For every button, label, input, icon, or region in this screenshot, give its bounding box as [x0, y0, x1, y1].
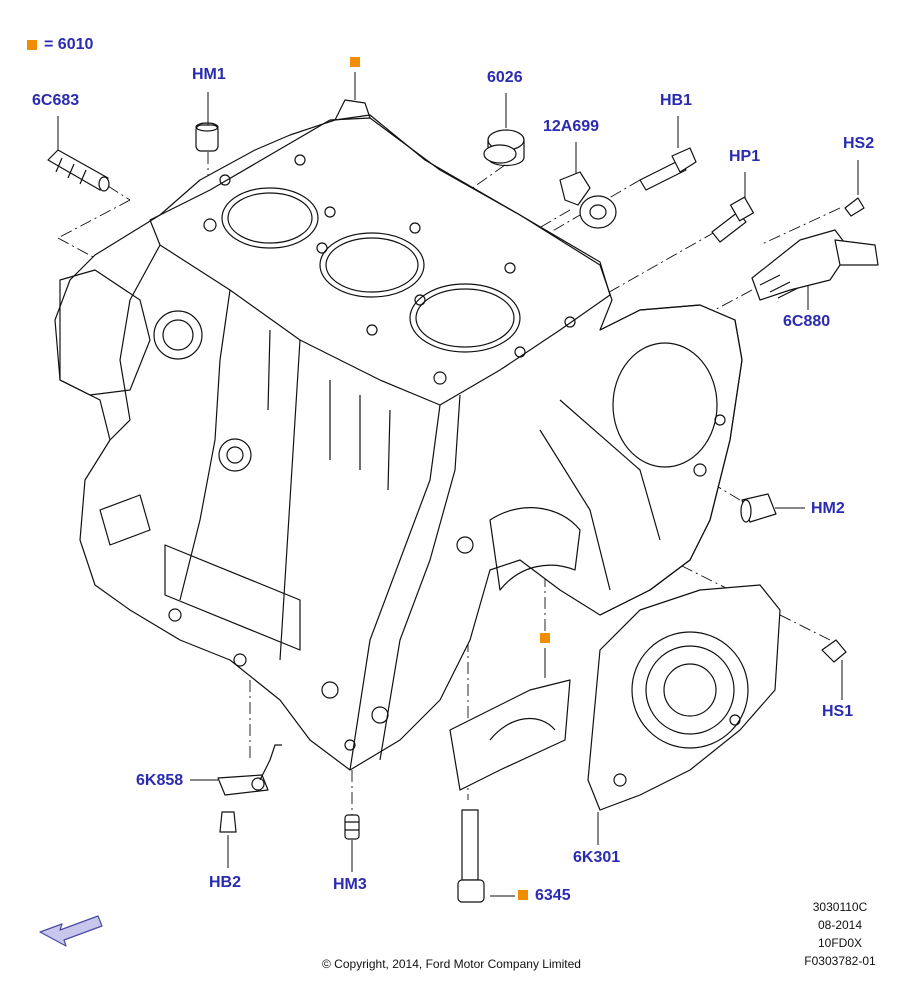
label-HB1: HB1: [660, 92, 693, 109]
reference-block: 3030110C 08-2014 10FD0X F0303782-01: [800, 898, 880, 970]
reference-code: 3030110C: [812, 900, 868, 914]
label-HM2: HM2: [811, 500, 845, 517]
label-HP1: HP1: [729, 148, 761, 165]
part-HS1: [821, 639, 847, 663]
engine-block: [54, 99, 743, 771]
marker-6010-cap: [540, 633, 550, 643]
label-HS2: HS2: [843, 135, 875, 152]
legend-marker: [27, 40, 37, 50]
label-HM3: HM3: [333, 876, 367, 893]
label-HB2: HB2: [209, 874, 242, 891]
reference-model: 10FD0X: [817, 936, 863, 950]
label-6345: 6345: [535, 887, 571, 904]
label-6C683: 6C683: [32, 92, 80, 109]
part-HM1: [195, 122, 219, 152]
reference-figure: F0303782-01: [804, 954, 876, 968]
label-6K858: 6K858: [136, 772, 184, 789]
leader-lines: [57, 72, 859, 897]
label-6026: 6026: [487, 69, 523, 86]
part-6K301: [587, 584, 781, 811]
reference-date: 08-2014: [817, 918, 863, 932]
part-6C880: [751, 229, 879, 301]
part-HB1: [639, 147, 697, 191]
label-12A699: 12A699: [543, 118, 600, 135]
label-6K301: 6K301: [573, 849, 621, 866]
marker-6345: [518, 890, 528, 900]
part-HM2: [740, 493, 777, 523]
part-HS2: [844, 197, 865, 217]
label-HM1: HM1: [192, 66, 226, 83]
part-6K858: [217, 744, 282, 796]
part-12A699: [559, 171, 617, 229]
part-6C683: [47, 149, 110, 192]
marker-6010-top: [350, 57, 360, 67]
direction-arrow: [39, 915, 103, 947]
label-HS1: HS1: [822, 703, 854, 720]
part-6345: [449, 679, 571, 903]
part-HB2: [219, 811, 237, 833]
label-6C880: 6C880: [783, 313, 831, 330]
part-HP1: [711, 196, 755, 243]
part-HM3: [344, 814, 360, 840]
legend-text: = 6010: [44, 36, 94, 53]
copyright: © Copyright, 2014, Ford Motor Company Li…: [322, 957, 581, 971]
part-6026: [483, 129, 525, 167]
